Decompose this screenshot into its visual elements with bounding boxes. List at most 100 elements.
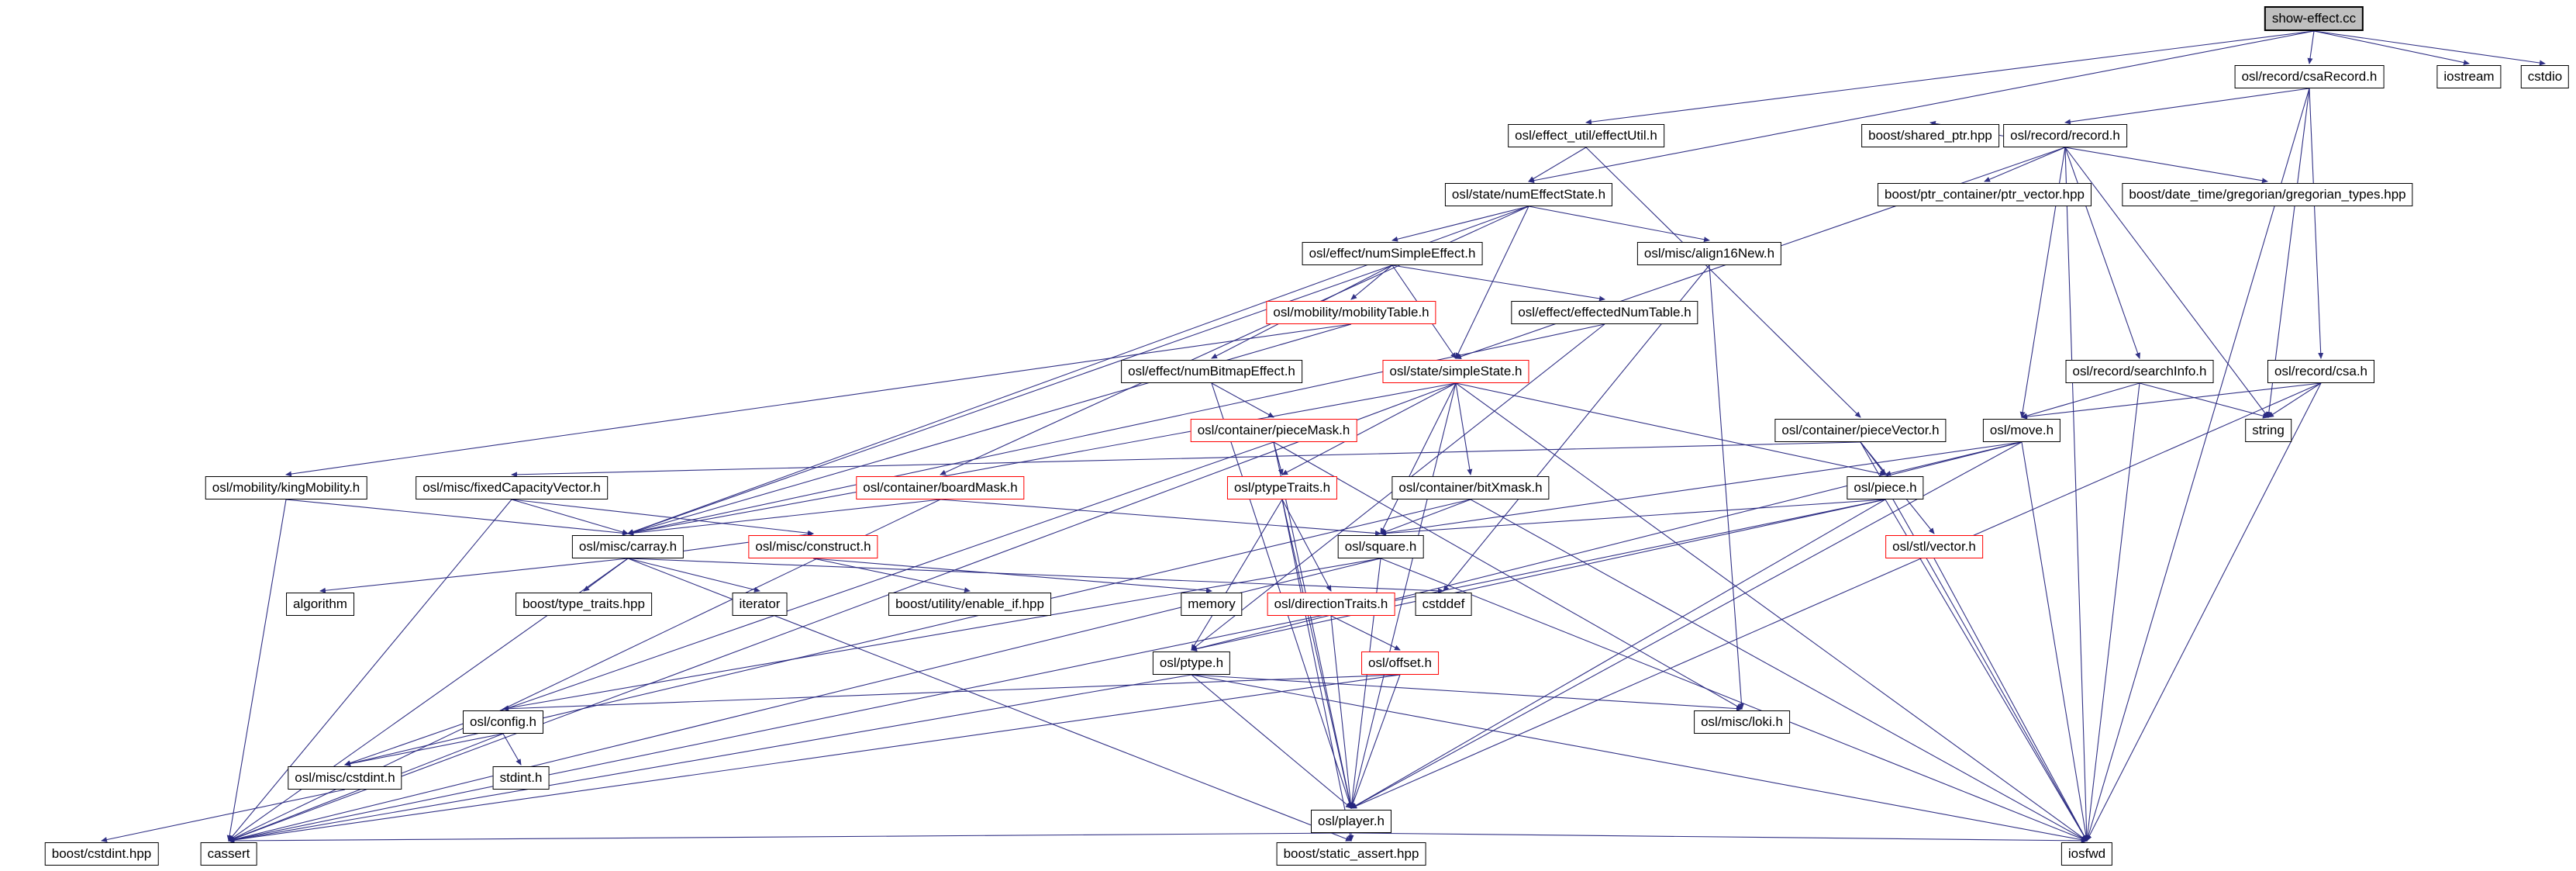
graph-edge-kingMobility-to-carray <box>285 499 629 536</box>
graph-edge-csaRecord-to-csa <box>2309 88 2324 359</box>
graph-node-offset[interactable]: osl/offset.h <box>1361 652 1439 675</box>
graph-edge-mobilityTable-to-carray <box>627 323 1352 535</box>
graph-edge-move-to-square <box>1380 441 2023 536</box>
graph-edge-effectUtil-to-pieceVector <box>1585 147 1861 418</box>
graph-edge-record-to-stringN <box>2064 147 2269 418</box>
graph-node-stlVector[interactable]: osl/stl/vector.h <box>1885 535 1983 558</box>
graph-edge-csa-to-iosfwd <box>2086 382 2322 842</box>
graph-node-square[interactable]: osl/square.h <box>1337 535 1424 558</box>
graph-node-numSimpleEffect[interactable]: osl/effect/numSimpleEffect.h <box>1302 242 1483 265</box>
graph-edge-directionTraits-to-offset <box>1330 615 1401 651</box>
graph-node-pieceMask[interactable]: osl/container/pieceMask.h <box>1190 419 1357 442</box>
graph-edge-carray-to-algorithm <box>319 558 629 593</box>
graph-edge-numEffectState-to-simpleState <box>1455 206 1529 359</box>
graph-node-stdint: stdint.h <box>492 766 550 790</box>
graph-node-ptr_vector: boost/ptr_container/ptr_vector.hpp <box>1878 183 2091 206</box>
graph-edge-move-to-player <box>1350 441 2023 809</box>
graph-edge-ptype-to-cassert <box>228 674 1192 843</box>
graph-edge-show_effect-to-csaRecord <box>2307 30 2315 64</box>
graph-edge-piece-to-square <box>1380 499 1886 537</box>
graph-edge-square-to-config <box>502 558 1381 711</box>
graph-edge-ptype-to-iosfwd <box>1191 674 2088 843</box>
graph-node-align16New[interactable]: osl/misc/align16New.h <box>1636 242 1782 265</box>
graph-node-piece[interactable]: osl/piece.h <box>1847 476 1924 499</box>
graph-edge-numSimpleEffect-to-mobilityTable <box>1350 264 1393 300</box>
graph-node-config[interactable]: osl/config.h <box>463 710 543 734</box>
graph-edge-stlVector-to-iosfwd <box>1933 558 2088 842</box>
graph-node-bitXmask[interactable]: osl/container/bitXmask.h <box>1391 476 1550 499</box>
graph-edge-carray-to-iterator <box>627 558 760 593</box>
graph-node-numEffectState[interactable]: osl/state/numEffectState.h <box>1444 183 1613 206</box>
graph-node-algorithm: algorithm <box>286 593 354 616</box>
graph-edge-config-to-stdint <box>502 733 522 766</box>
graph-node-cstddef: cstddef <box>1415 593 1472 616</box>
graph-node-static_assert: boost/static_assert.hpp <box>1276 842 1426 866</box>
graph-edge-bitXmask-to-iosfwd <box>1470 499 2088 842</box>
graph-edge-piece-to-cassert <box>228 499 1886 843</box>
graph-edge-simpleState-to-ptypeTraits <box>1281 382 1457 475</box>
graph-node-shared_ptr: boost/shared_ptr.hpp <box>1861 124 1999 147</box>
graph-node-kingMobility[interactable]: osl/mobility/kingMobility.h <box>205 476 367 499</box>
graph-node-boardMask[interactable]: osl/container/boardMask.h <box>856 476 1025 499</box>
graph-edge-record-to-searchInfo <box>2064 147 2140 359</box>
graph-edge-simpleState-to-carray <box>627 382 1457 536</box>
graph-node-csa[interactable]: osl/record/csa.h <box>2267 360 2374 383</box>
graph-edge-record-to-move <box>2019 147 2066 418</box>
graph-edge-directionTraits-to-player <box>1330 615 1354 809</box>
graph-edge-boardMask-to-carray <box>627 499 941 536</box>
graph-edge-pieceMask-to-loki <box>1273 441 1743 710</box>
graph-node-effectUtil[interactable]: osl/effect_util/effectUtil.h <box>1508 124 1664 147</box>
graph-node-numBitmapEffect[interactable]: osl/effect/numBitmapEffect.h <box>1121 360 1302 383</box>
graph-node-stringN: string <box>2245 419 2292 442</box>
graph-edge-csa-to-player <box>1350 382 2322 809</box>
graph-node-ptype[interactable]: osl/ptype.h <box>1152 652 1231 675</box>
graph-edge-record-to-iosfwd <box>2064 147 2090 842</box>
graph-edge-effectUtil-to-numEffectState <box>1528 147 1587 182</box>
graph-node-csaRecord[interactable]: osl/record/csaRecord.h <box>2234 65 2385 88</box>
graph-node-move[interactable]: osl/move.h <box>1982 419 2061 442</box>
graph-node-boost_cstdint: boost/cstdint.hpp <box>44 842 159 866</box>
graph-node-directionTraits[interactable]: osl/directionTraits.h <box>1267 593 1395 616</box>
graph-node-mobilityTable[interactable]: osl/mobility/mobilityTable.h <box>1266 301 1436 324</box>
graph-node-cstdint[interactable]: osl/misc/cstdint.h <box>288 766 402 790</box>
graph-edge-simpleState-to-cassert <box>228 382 1457 842</box>
graph-node-construct[interactable]: osl/misc/construct.h <box>748 535 878 558</box>
graph-node-simpleState[interactable]: osl/state/simpleState.h <box>1382 360 1529 383</box>
graph-node-iosfwd: iosfwd <box>2060 842 2113 866</box>
graph-node-carray[interactable]: osl/misc/carray.h <box>571 535 685 558</box>
graph-edge-cstdint-to-boost_cstdint <box>101 789 346 842</box>
graph-edge-square-to-player <box>1349 558 1381 809</box>
graph-edge-ptypeTraits-to-directionTraits <box>1281 499 1332 592</box>
graph-node-pieceVector[interactable]: osl/container/pieceVector.h <box>1774 419 1947 442</box>
graph-node-memory: memory <box>1181 593 1243 616</box>
graph-edge-offset-to-player <box>1350 674 1401 809</box>
graph-edge-move-to-ptype <box>1191 441 2023 652</box>
graph-edge-numBitmapEffect-to-pieceMask <box>1211 382 1274 418</box>
graph-node-record[interactable]: osl/record/record.h <box>2003 124 2127 147</box>
graph-edge-construct-to-enable_if <box>812 558 971 593</box>
graph-edge-ptypeTraits-to-static_assert <box>1281 499 1354 842</box>
graph-edge-numEffectState-to-numSimpleEffect <box>1391 206 1529 242</box>
graph-node-iostream: iostream <box>2436 65 2502 88</box>
graph-edge-numSimpleEffect-to-effectedNumTable <box>1391 264 1605 302</box>
graph-node-ptypeTraits[interactable]: osl/ptypeTraits.h <box>1226 476 1338 499</box>
graph-node-searchInfo[interactable]: osl/record/searchInfo.h <box>2065 360 2214 383</box>
graph-edge-bitXmask-to-square <box>1380 499 1471 534</box>
graph-edge-mobilityTable-to-kingMobility <box>285 323 1352 477</box>
graph-edge-csa-to-stringN <box>2267 382 2322 418</box>
graph-node-effectedNumTable[interactable]: osl/effect/effectedNumTable.h <box>1511 301 1698 324</box>
graph-node-cassert: cassert <box>200 842 257 866</box>
graph-edge-config-to-cstdint <box>344 733 504 767</box>
graph-edge-construct-to-memory <box>812 558 1212 593</box>
graph-edge-ptype-to-loki <box>1191 674 1743 712</box>
graph-edge-boardMask-to-square <box>940 499 1381 536</box>
graph-edge-simpleState-to-iosfwd <box>1455 382 2088 842</box>
graph-edge-show_effect-to-iostream <box>2313 30 2470 65</box>
graph-edge-pieceVector-to-fixedCapacityVector <box>511 441 1861 478</box>
graph-edge-align16New-to-loki <box>1709 264 1744 710</box>
graph-node-fixedCapacityVector[interactable]: osl/misc/fixedCapacityVector.h <box>416 476 608 499</box>
graph-node-loki[interactable]: osl/misc/loki.h <box>1694 710 1790 734</box>
graph-node-player[interactable]: osl/player.h <box>1311 810 1391 833</box>
